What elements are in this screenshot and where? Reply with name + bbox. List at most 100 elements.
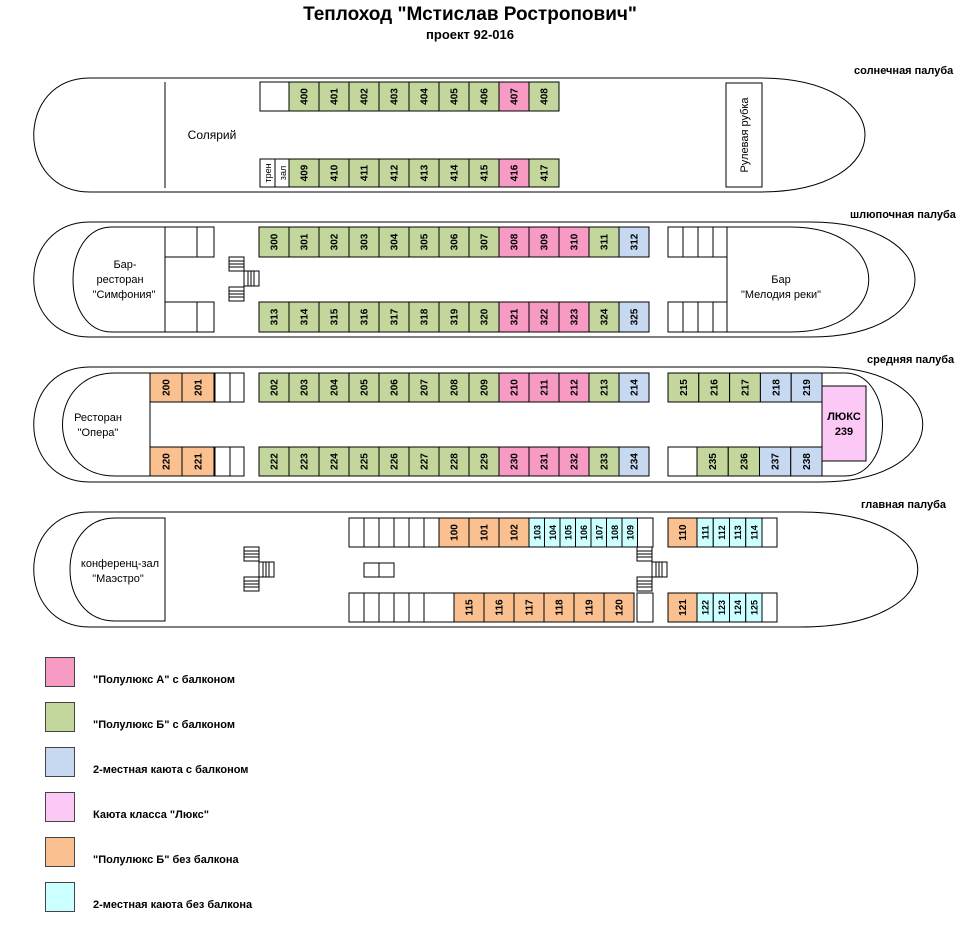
cabin-number-label: 323	[570, 308, 581, 325]
cabin-408	[528, 81, 560, 112]
restaurant-symphony-label-2: ресторан	[96, 274, 143, 286]
cabin-219	[790, 372, 823, 403]
cabin-number-label: 416	[510, 164, 521, 181]
cabin-402	[348, 81, 380, 112]
restaurant-opera-label-1: Ресторан	[74, 412, 122, 424]
cabin-number-label: 120	[615, 599, 626, 616]
conference-hall-label-1: конференц-зал	[81, 558, 159, 570]
cabin-number-label: 310	[570, 233, 581, 250]
cabin-number-label: 109	[625, 525, 635, 540]
boat-service-cell	[196, 226, 215, 258]
cabin-206	[378, 372, 410, 403]
cabin-number-label: 225	[360, 453, 371, 470]
cabin-235	[696, 446, 729, 477]
cabin-number-label: 112	[717, 525, 727, 540]
cabin-401	[318, 81, 350, 112]
cabin-number-label: 104	[548, 525, 558, 540]
cabin-221	[181, 446, 215, 477]
restaurant-symphony-area	[72, 226, 166, 333]
main-bottom-cabins-c: 121	[667, 592, 698, 623]
cabin-number-label: 306	[450, 233, 461, 250]
gym-label-a: трен	[263, 163, 273, 182]
cabin-number-label: 220	[162, 453, 173, 470]
cabin-number-label: 103	[532, 525, 542, 540]
cabin-number-label: 221	[194, 453, 205, 470]
cabin-214	[618, 372, 650, 403]
cabin-218	[759, 372, 792, 403]
cabin-number-label: 314	[300, 308, 311, 325]
legend-label: 2-местная каюта без балкона	[93, 899, 253, 911]
legend-label: "Полулюкс Б" с балконом	[93, 719, 235, 731]
cabin-109	[621, 517, 638, 548]
boat-right-service	[667, 226, 728, 333]
restaurant-opera-area	[62, 372, 151, 477]
cabin-number-label: 403	[390, 88, 401, 105]
cabin-number-label: 317	[390, 308, 401, 325]
lux-cabin-239	[821, 385, 867, 462]
cabin-number-label: 219	[802, 379, 813, 396]
cabin-number-label: 211	[540, 379, 551, 396]
cabin-number-label: 106	[579, 525, 589, 540]
cabin-409	[288, 158, 320, 188]
main-service-cells	[348, 517, 654, 623]
cabin-220	[149, 446, 183, 477]
cabin-number-label: 228	[450, 453, 461, 470]
cabin-number-label: 319	[450, 308, 461, 325]
cabin-number-label: 233	[600, 453, 611, 470]
sun-empty-cell	[259, 81, 290, 112]
sun-deck-hull	[33, 77, 866, 193]
cabin-305	[408, 226, 440, 258]
main-service-cell	[761, 592, 778, 623]
cabin-number-label: 413	[420, 164, 431, 181]
cabin-number-label: 309	[540, 233, 551, 250]
cabin-212	[558, 372, 590, 403]
cabin-200	[149, 372, 183, 403]
cabin-number-label: 412	[390, 164, 401, 181]
cabin-number-label: 324	[600, 308, 611, 325]
legend-swatch	[45, 702, 75, 732]
cabin-number-label: 123	[717, 600, 727, 615]
cabin-number-label: 226	[390, 453, 401, 470]
bar-melody-area	[726, 226, 870, 333]
cabin-number-label: 301	[300, 233, 311, 250]
cabin-number-label: 114	[749, 525, 759, 540]
cabin-237	[759, 446, 792, 477]
cabin-number-label: 400	[300, 88, 311, 105]
cabin-number-label: 405	[450, 88, 461, 105]
cabin-207	[408, 372, 440, 403]
conference-hall-label-2: "Маэстро"	[92, 573, 144, 585]
cabin-416	[498, 158, 530, 188]
main-deck-hull	[33, 511, 918, 628]
cabin-number-label: 227	[420, 453, 431, 470]
cabin-208	[438, 372, 470, 403]
cabin-number-label: 124	[733, 600, 743, 615]
cabin-213	[588, 372, 620, 403]
cabin-number-label: 203	[300, 379, 311, 396]
lux-label-1: ЛЮКС	[827, 411, 861, 423]
cabin-311	[588, 226, 620, 258]
legend-label: Каюта класса "Люкс"	[93, 809, 209, 821]
cabin-222	[258, 446, 290, 477]
cabin-number-label: 402	[360, 88, 371, 105]
legend-label: 2-местная каюта с балконом	[93, 764, 249, 776]
cabin-number-label: 230	[510, 453, 521, 470]
cabin-228	[438, 446, 470, 477]
cabin-238	[790, 446, 823, 477]
middle-bow-area	[821, 372, 883, 477]
restaurant-opera-label-2: "Опера"	[78, 427, 119, 439]
gym-label-b: зал	[278, 166, 288, 180]
cabin-224	[318, 446, 350, 477]
cabin-number-label: 204	[330, 379, 341, 396]
cabin-number-label: 216	[710, 379, 721, 396]
cabin-number-label: 100	[450, 524, 461, 541]
legend-swatch	[45, 882, 75, 912]
cabin-number-label: 108	[610, 525, 620, 540]
cabin-number-label: 218	[771, 379, 782, 396]
